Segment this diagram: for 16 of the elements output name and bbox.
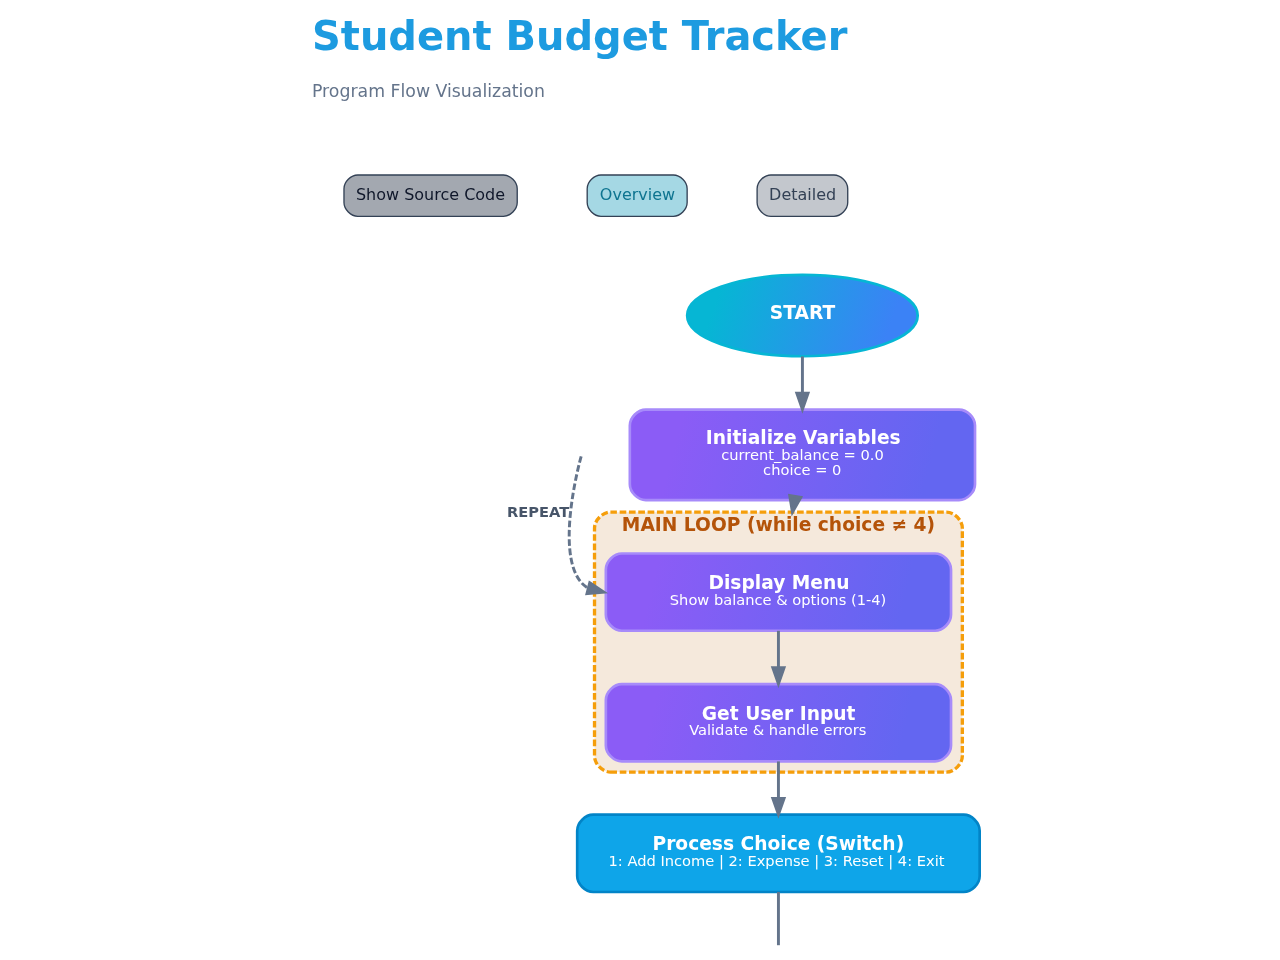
node-box: Process Choice (Switch) 1: Add Income | 2: Expense | 3: Reset | 4: Exit	[575, 813, 981, 894]
connector	[776, 892, 780, 946]
label: Program Flow Visualization	[311, 80, 545, 101]
node-ellipse: START	[685, 273, 919, 358]
label: Detailed	[768, 185, 836, 205]
arrow	[770, 630, 786, 689]
arrow	[787, 493, 803, 517]
label: Overview	[599, 185, 675, 205]
label: Show Source Code	[355, 185, 505, 205]
node-box: Display Menu Show balance & options (1-4)	[604, 552, 952, 633]
arrow	[567, 455, 608, 596]
arrow	[794, 356, 810, 414]
edge-label: REPEAT	[506, 503, 569, 521]
diagram-title: Student Budget Tracker	[311, 12, 847, 59]
node-box: Get User Input Validate & handle errors	[604, 682, 952, 763]
arrow	[770, 761, 786, 819]
